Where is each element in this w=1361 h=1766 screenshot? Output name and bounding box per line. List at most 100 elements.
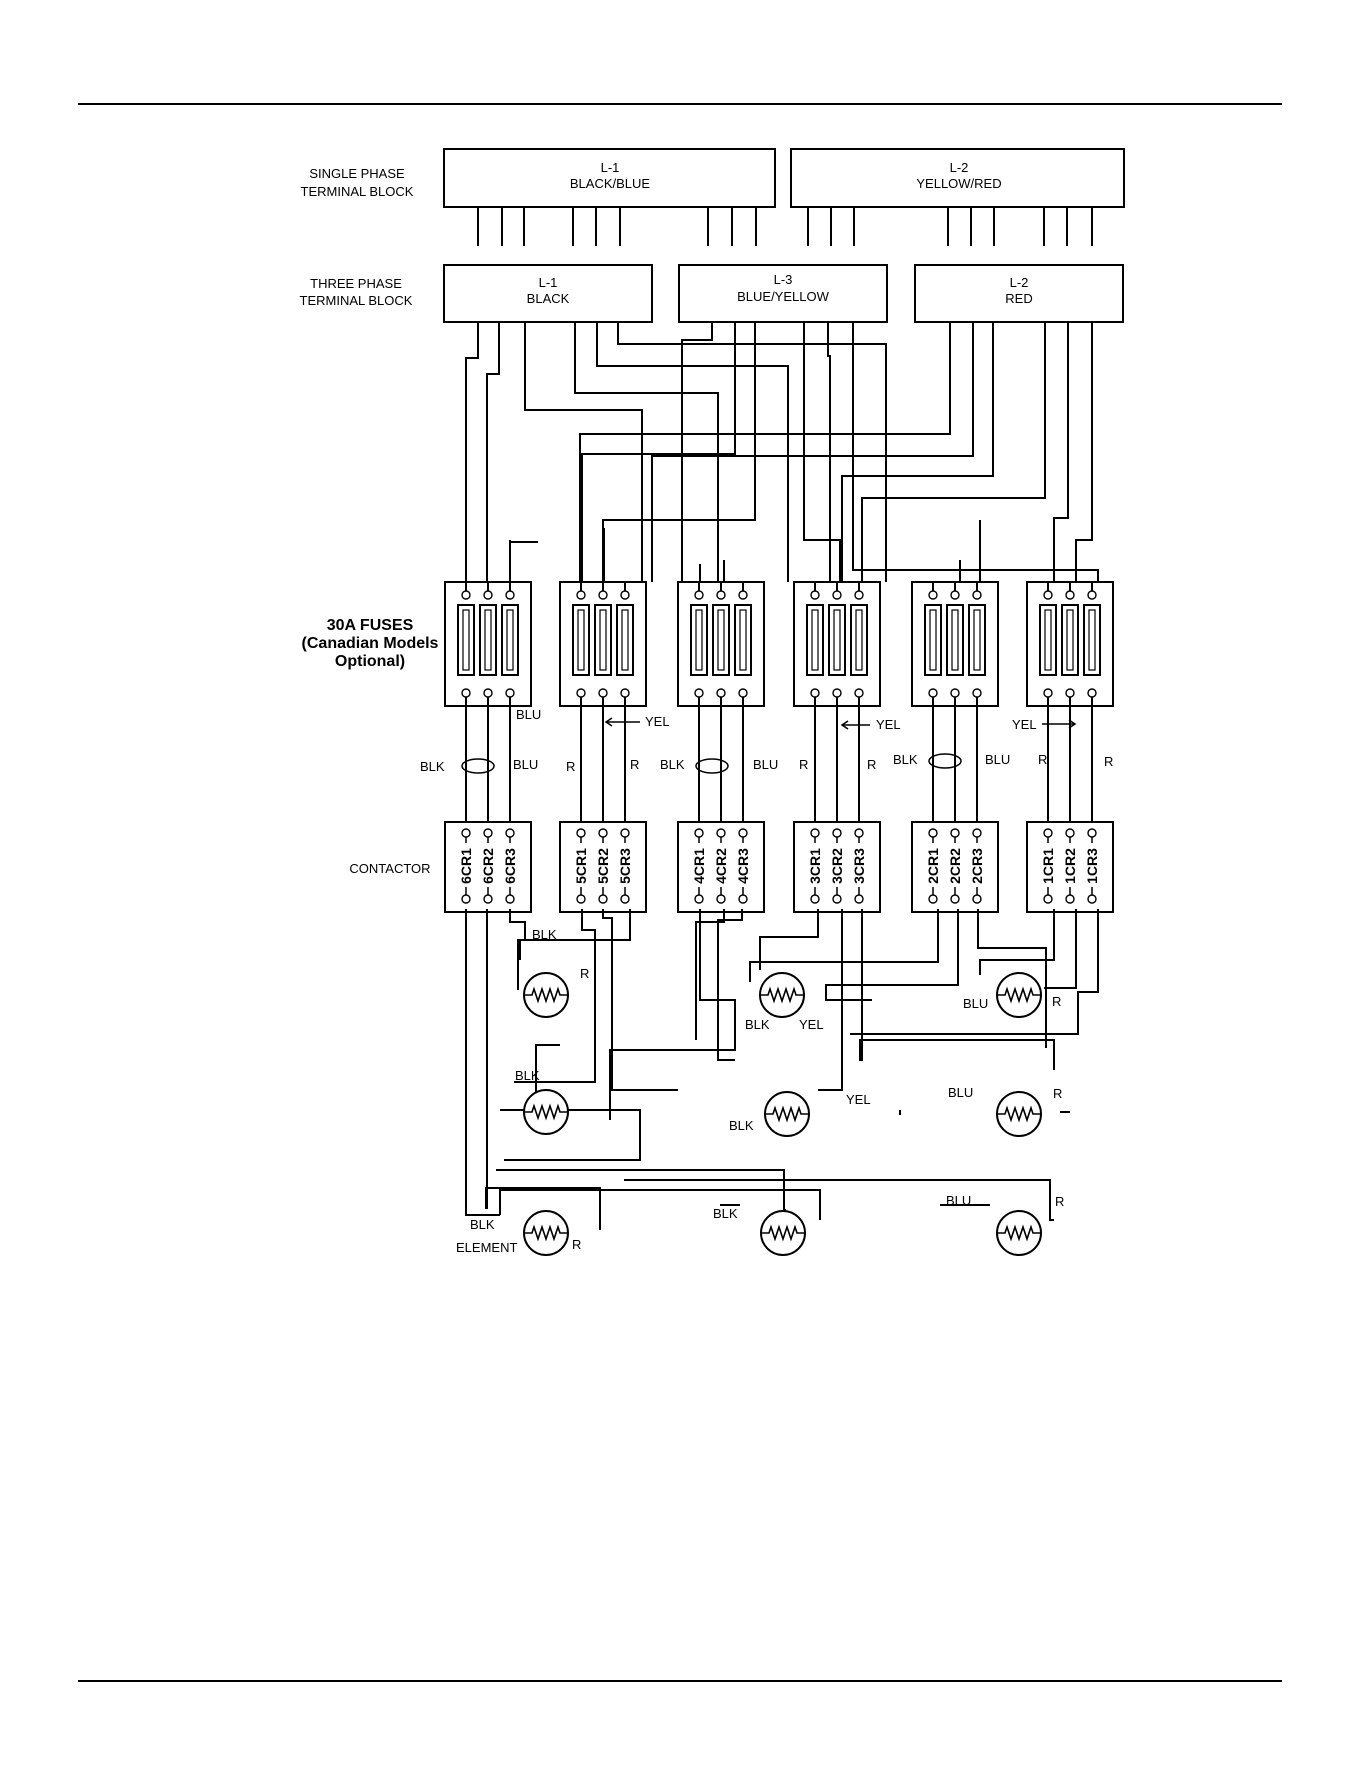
contactor-pole-label: 4CR2 <box>713 848 729 884</box>
elem-label-blk-6: BLK <box>470 1217 495 1232</box>
wire-label-r-2: R <box>630 757 639 772</box>
elem-label-blk-1: BLK <box>532 927 557 942</box>
wire-label-blu-3: BLU <box>753 757 778 772</box>
wire-label-r-1: R <box>566 759 575 774</box>
yel-arrows <box>604 717 1077 730</box>
heating-element <box>996 1091 1042 1137</box>
elem-label-blk-2: BLK <box>745 1017 770 1032</box>
wire-label-blk-2: BLK <box>660 757 685 772</box>
wire-label-yel-1: YEL <box>645 714 670 729</box>
fuse-block <box>911 581 999 825</box>
fuse-block <box>677 581 765 825</box>
contactor-block: 1CR1 1CR2 1CR3 <box>1026 821 1114 913</box>
svg-text:L-2: L-2 <box>1010 275 1029 290</box>
heating-element <box>996 1210 1042 1256</box>
contactor-pole-label: 6CR3 <box>502 848 518 884</box>
svg-text:BLACK: BLACK <box>527 291 570 306</box>
single-phase-label-2: TERMINAL BLOCK <box>301 184 414 199</box>
wire-label-r-5: R <box>1038 752 1047 767</box>
bus-wiring <box>465 322 1099 582</box>
contactor-block: 4CR1 4CR2 4CR3 <box>677 821 765 913</box>
wire-label-blk-1: BLK <box>420 759 445 774</box>
fuse-block <box>559 581 647 825</box>
contactor-pole-label: 6CR1 <box>458 848 474 884</box>
elem-label-blk-4: BLK <box>729 1118 754 1133</box>
heating-element <box>759 972 805 1018</box>
contactor-pole-label: 5CR1 <box>573 848 589 884</box>
three-phase-block-l1: L-1 BLACK <box>443 264 653 323</box>
elem-label-yel-5: YEL <box>846 1092 871 1107</box>
heating-element <box>523 1210 569 1256</box>
wire-label-r-3: R <box>799 757 808 772</box>
wire-label-blk-3: BLK <box>893 752 918 767</box>
contactor-pole-label: 1CR2 <box>1062 848 1078 884</box>
elem-label-blk-5: BLK <box>713 1206 738 1221</box>
svg-text:L-1: L-1 <box>539 275 558 290</box>
contactor-pole-label: 2CR2 <box>947 848 963 884</box>
wire-label-blu-2: BLU <box>513 757 538 772</box>
contactor-pole-label: 2CR3 <box>969 848 985 884</box>
contactor-pole-label: 3CR3 <box>851 848 867 884</box>
elem-label-r-4: R <box>1055 1194 1064 1209</box>
contactor-block: 3CR1 3CR2 3CR3 <box>793 821 881 913</box>
contactor-pole-label: 4CR1 <box>691 848 707 884</box>
elem-label-blu-2: BLU <box>948 1085 973 1100</box>
wire-label-blu-1: BLU <box>516 707 541 722</box>
single-phase-block-l1: L-1 BLACK/BLUE <box>443 148 776 208</box>
fuse-title-2: (Canadian Models <box>302 635 439 652</box>
contactor-pole-label: 5CR3 <box>617 848 633 884</box>
contactor-pole-label: 2CR1 <box>925 848 941 884</box>
contactor-block: 6CR1 6CR2 6CR3 <box>444 821 532 913</box>
heating-element <box>523 1089 569 1135</box>
contactor-block: 5CR1 5CR2 5CR3 <box>559 821 647 913</box>
fuse-block <box>444 581 532 825</box>
contactor-label: CONTACTOR <box>349 861 430 876</box>
three-phase-label: THREE PHASE <box>310 276 402 291</box>
contactor-pole-label: 1CR3 <box>1084 848 1100 884</box>
wire-label-r-4: R <box>867 757 876 772</box>
contactor-pole-label: 5CR2 <box>595 848 611 884</box>
elem-label-blu-1: BLU <box>963 996 988 1011</box>
svg-text:RED: RED <box>1005 291 1032 306</box>
svg-text:L-3: L-3 <box>774 272 793 287</box>
fuse-title: 30A FUSES <box>327 617 414 634</box>
elem-label-yel-4: YEL <box>799 1017 824 1032</box>
contactor-pole-label: 1CR1 <box>1040 848 1056 884</box>
heating-element <box>996 972 1042 1018</box>
elem-label-r-3: R <box>1053 1086 1062 1101</box>
elem-label-r-2: R <box>1052 994 1061 1009</box>
three-phase-label-2: TERMINAL BLOCK <box>300 293 413 308</box>
svg-text:BLACK/BLUE: BLACK/BLUE <box>570 176 651 191</box>
cable-bundle-markers <box>461 753 962 774</box>
contactor-block: 2CR1 2CR2 2CR3 <box>911 821 999 913</box>
single-phase-block-l2: L-2 YELLOW/RED <box>790 148 1125 208</box>
elem-label-blu-3: BLU <box>946 1193 971 1208</box>
svg-text:L-1: L-1 <box>601 160 620 175</box>
fuse-blocks <box>444 581 1114 825</box>
wire-label-yel-3: YEL <box>1012 717 1037 732</box>
contactor-blocks: 6CR1 6CR2 6CR3 5CR1 5CR2 5CR3 4CR1 4CR2 4CR3 3CR1… <box>444 821 1114 913</box>
contactor-pole-label: 3CR2 <box>829 848 845 884</box>
svg-text:YELLOW/RED: YELLOW/RED <box>916 176 1001 191</box>
heating-element <box>760 1210 806 1256</box>
contactor-pole-label: 4CR3 <box>735 848 751 884</box>
three-phase-block-l3: L-3 BLUE/YELLOW <box>678 264 888 323</box>
contactor-pole-label: 3CR1 <box>807 848 823 884</box>
fuse-title-3: Optional) <box>335 653 405 670</box>
fuse-block <box>1026 581 1114 825</box>
heating-element <box>523 972 569 1018</box>
elem-label-r-5: R <box>572 1237 581 1252</box>
svg-text:BLUE/YELLOW: BLUE/YELLOW <box>737 289 829 304</box>
heating-elements <box>523 972 1042 1256</box>
wire-label-blu-4: BLU <box>985 752 1010 767</box>
fuse-block <box>793 581 881 825</box>
contactor-pole-label: 6CR2 <box>480 848 496 884</box>
elem-label-r-1: R <box>580 966 589 981</box>
single-phase-terminal-stubs <box>477 207 1093 246</box>
heating-element <box>764 1091 810 1137</box>
wire-label-r-6: R <box>1104 754 1113 769</box>
elem-label-element: ELEMENT <box>456 1240 517 1255</box>
svg-text:L-2: L-2 <box>950 160 969 175</box>
